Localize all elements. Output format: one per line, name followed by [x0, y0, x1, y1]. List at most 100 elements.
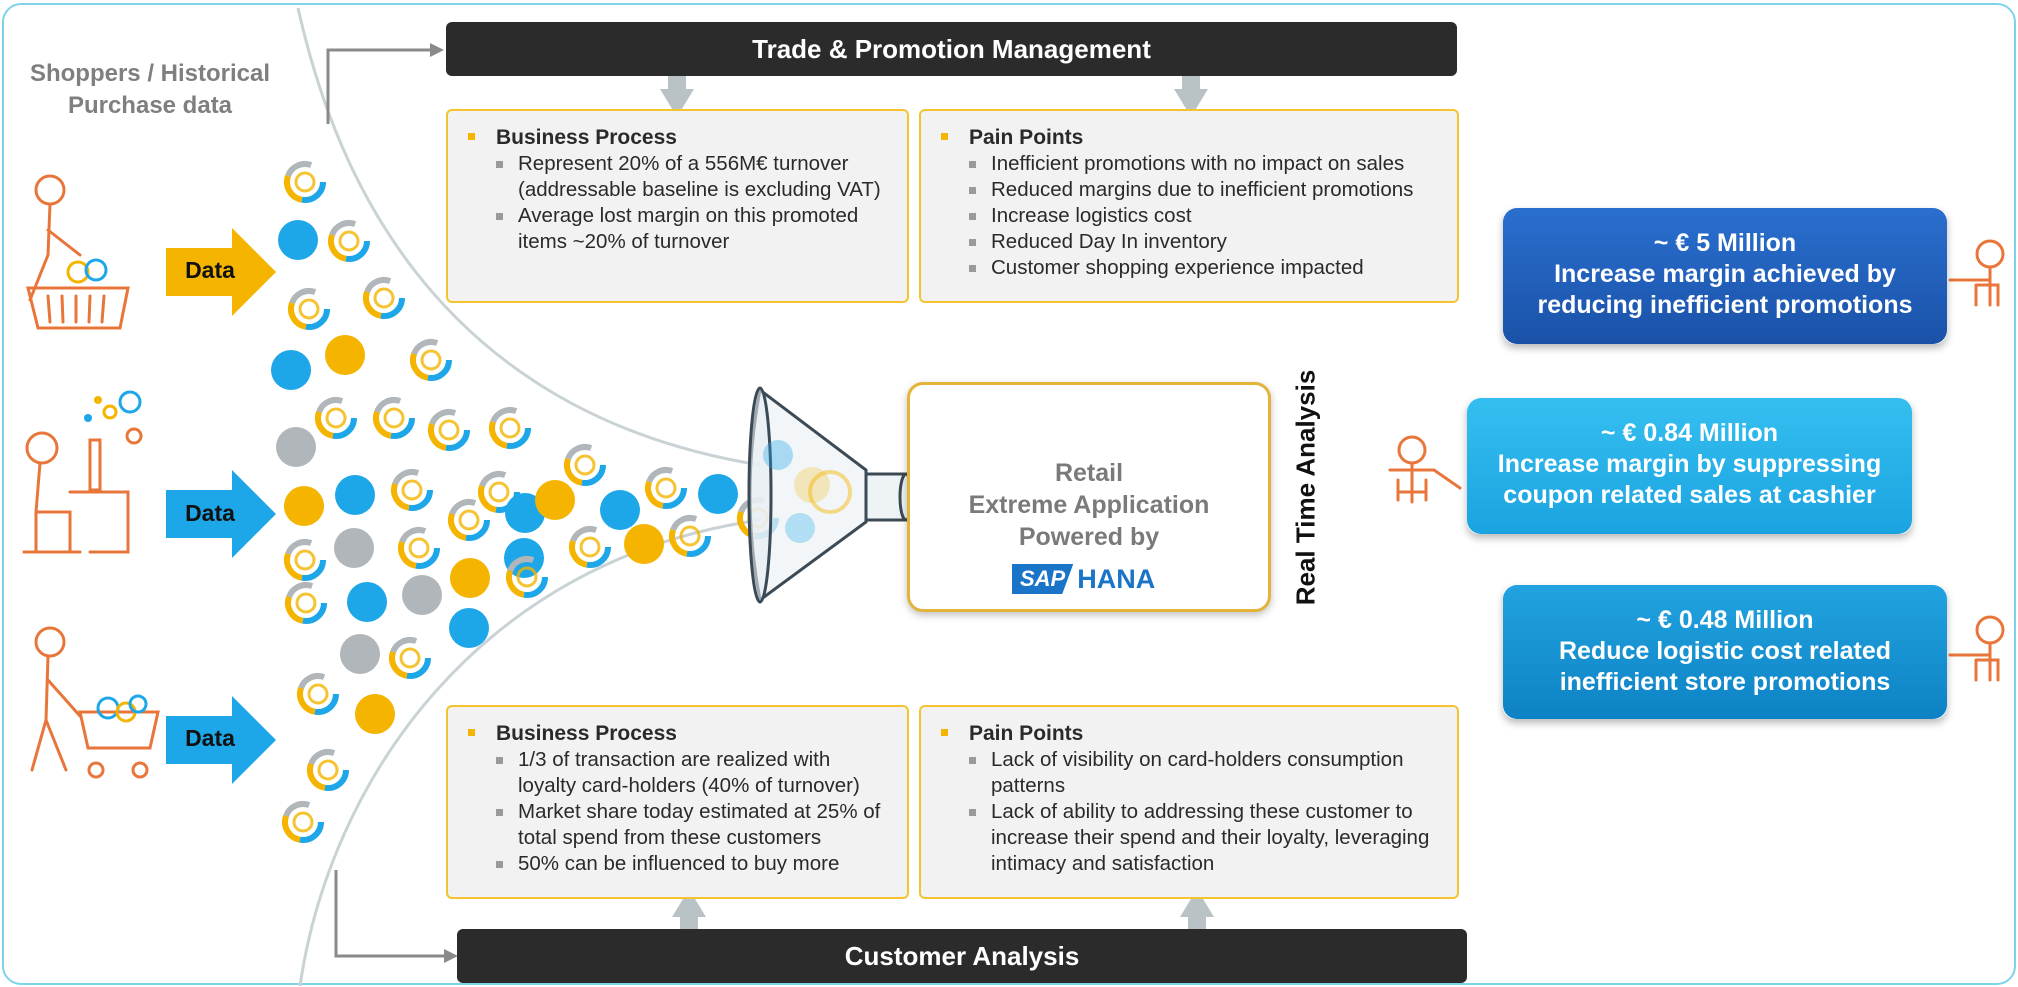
desktop-user-icon [22, 390, 143, 554]
outer-frame [2, 3, 2016, 985]
result-amount: ~ € 5 Million [1653, 229, 1797, 257]
data-ring [363, 277, 405, 319]
data-ring [564, 444, 606, 486]
bullet-item: Inefficient promotions with no impact on… [969, 151, 1443, 177]
result-line: reducing inefficient promotions [1537, 291, 1913, 319]
data-dot [450, 558, 490, 598]
data-dot [276, 427, 316, 467]
data-arrows [166, 228, 276, 784]
result-line: Increase margin achieved by [1554, 260, 1896, 288]
bullet-item: Reduced margins due to inefficient promo… [969, 177, 1443, 203]
bullet-item: Lack of visibility on card-holders consu… [969, 747, 1443, 799]
data-ring [506, 556, 548, 598]
data-dot [278, 220, 318, 260]
data-dot [600, 490, 640, 530]
bullet-list: 1/3 of transaction are realized with loy… [462, 747, 893, 877]
data-ring [448, 499, 490, 541]
data-ring [478, 471, 520, 513]
bullet-list: Lack of visibility on card-holders consu… [935, 747, 1443, 877]
result-box-2: ~ € 0.84 Million Increase margin by supp… [1467, 398, 1912, 534]
bottom-connector-arrow [334, 870, 452, 958]
box-heading: Business Process [462, 721, 893, 747]
data-ring [428, 409, 470, 451]
bullet-item: Lack of ability to addressing these cust… [969, 799, 1443, 877]
box-heading: Pain Points [935, 721, 1443, 747]
funnel-icon [747, 386, 914, 604]
up-arrow [1180, 889, 1214, 939]
bullet-item: Average lost margin on this promoted ite… [496, 203, 893, 255]
top-business-process-box: Business Process Represent 20% of a 556M… [446, 109, 909, 303]
data-ring [398, 527, 440, 569]
result-line: coupon related sales at cashier [1503, 481, 1876, 509]
data-ring [288, 288, 330, 330]
sap-hana-logo: SAP HANA [1012, 563, 1155, 595]
data-ring [282, 801, 324, 843]
result-line: Increase margin by suppressing [1497, 450, 1882, 478]
result-line: Reduce logistic cost related [1558, 637, 1892, 665]
sap-logo-text: SAP [1012, 564, 1074, 594]
data-arrow [166, 696, 276, 784]
presenter-icon [1948, 239, 2005, 307]
bullet-item: Increase logistics cost [969, 203, 1443, 229]
data-dot [624, 524, 664, 564]
data-dot [698, 474, 738, 514]
person-icon [1388, 435, 1462, 504]
data-dot [535, 480, 575, 520]
bullet-item: Market share today estimated at 25% of t… [496, 799, 893, 851]
data-ring [489, 407, 531, 449]
funnel-curve-top [296, 7, 761, 467]
result-amount: ~ € 0.84 Million [1600, 419, 1779, 447]
top-pain-points-box: Pain Points Inefficient promotions with … [919, 109, 1459, 303]
data-dot [271, 350, 311, 390]
bullet-item: Reduced Day In inventory [969, 229, 1443, 255]
data-ring [645, 467, 687, 509]
data-dot [340, 634, 380, 674]
down-arrow [1174, 67, 1208, 117]
data-label-1: Data [185, 257, 235, 283]
bullet-list: Represent 20% of a 556M€ turnover (addre… [462, 151, 893, 255]
result-box-3: ~ € 0.48 Million Reduce logistic cost re… [1503, 585, 1947, 719]
result-line: inefficient store promotions [1559, 668, 1891, 696]
data-ring [297, 673, 339, 715]
source-title: Shoppers / Historical Purchase data [29, 60, 271, 119]
data-ring [569, 526, 611, 568]
bullet-item: 1/3 of transaction are realized with loy… [496, 747, 893, 799]
data-ring [389, 637, 431, 679]
hana-logo-text: HANA [1077, 563, 1156, 594]
data-ring [315, 397, 357, 439]
data-ring [284, 539, 326, 581]
bullet-item: Represent 20% of a 556M€ turnover (addre… [496, 151, 893, 203]
data-arrow [166, 470, 276, 558]
result-box-backgrounds [1467, 208, 1947, 719]
center-line-1: Retail [1054, 459, 1124, 487]
data-ring [285, 582, 327, 624]
down-arrow [660, 67, 694, 117]
data-dot [325, 335, 365, 375]
data-label-3: Data [185, 725, 235, 751]
data-dot [335, 475, 375, 515]
result-amount: ~ € 0.48 Million [1636, 606, 1814, 634]
data-ring [410, 339, 452, 381]
data-ring [373, 397, 415, 439]
retail-application-box: Retail Extreme Application Powered by SA… [907, 382, 1271, 612]
data-dot [347, 582, 387, 622]
result-box-1: ~ € 5 Million Increase margin achieved b… [1503, 208, 1947, 344]
bottom-pain-points-box: Pain Points Lack of visibility on card-h… [919, 705, 1459, 899]
customer-analysis-bar: Customer Analysis [457, 929, 1467, 983]
center-line-2: Extreme Application [968, 491, 1210, 519]
data-ring [307, 749, 349, 791]
bullet-list: Inefficient promotions with no impact on… [935, 151, 1443, 281]
data-dot [402, 575, 442, 615]
top-connector-arrow [326, 48, 440, 124]
box-heading: Pain Points [935, 125, 1443, 151]
data-arrow [166, 228, 276, 316]
data-dot [284, 486, 324, 526]
real-time-analysis-label: Real Time Analysis [1290, 369, 1321, 606]
center-line-3: Powered by [1018, 523, 1160, 551]
presenter-icon-2 [1948, 615, 2005, 682]
data-dot [355, 694, 395, 734]
data-ring [284, 161, 326, 203]
vertical-arrows [660, 67, 1214, 939]
data-dot [334, 528, 374, 568]
